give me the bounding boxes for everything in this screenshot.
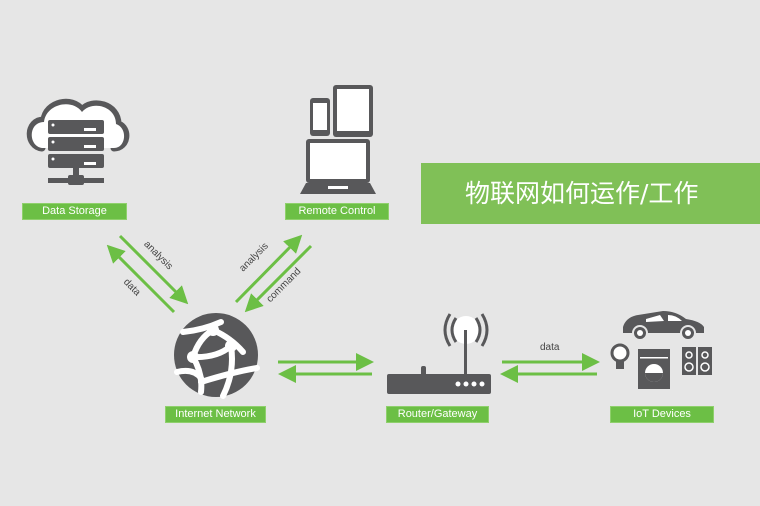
globe-network-icon <box>174 313 260 399</box>
iot-devices-icon <box>610 311 712 389</box>
devices-icon <box>300 85 376 194</box>
router-icon <box>387 313 491 394</box>
edge-label-data-router: data <box>540 342 560 353</box>
data-storage-label: Data Storage <box>22 203 127 220</box>
remote-control-label: Remote Control <box>285 203 389 220</box>
router-gateway-label: Router/Gateway <box>386 406 489 423</box>
internet-network-label: Internet Network <box>165 406 266 423</box>
cloud-server-icon <box>26 98 130 185</box>
diagram-title: 物联网如何运作/工作 <box>421 163 760 224</box>
iot-devices-label: IoT Devices <box>610 406 714 423</box>
